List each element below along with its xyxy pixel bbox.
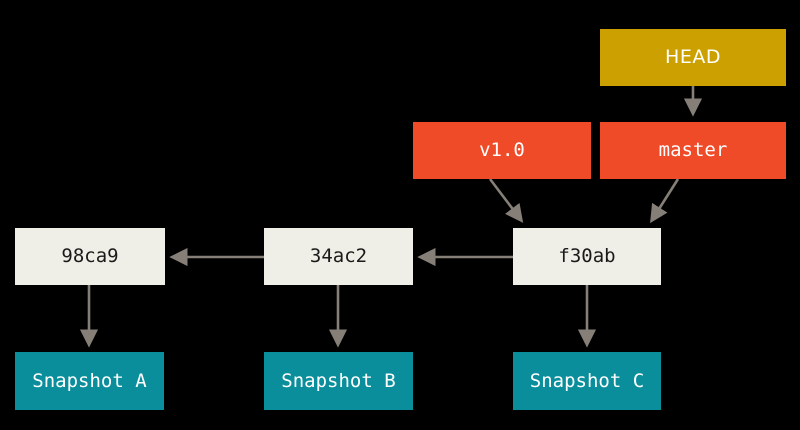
node-commit-34ac2-label: 34ac2 bbox=[309, 245, 368, 267]
node-commit-98ca9[interactable]: 98ca9 bbox=[15, 228, 165, 285]
node-snapshot-c-label: Snapshot C bbox=[529, 369, 645, 392]
node-branch-master-label: master bbox=[658, 139, 728, 161]
node-tag-v1-0-label: v1.0 bbox=[479, 139, 525, 161]
node-snapshot-a[interactable]: Snapshot A bbox=[15, 352, 164, 410]
node-snapshot-b[interactable]: Snapshot B bbox=[264, 352, 413, 410]
node-head[interactable]: HEAD bbox=[600, 29, 786, 86]
edge-v1-0-to-f30ab bbox=[488, 178, 524, 223]
edge-master-to-f30ab bbox=[650, 178, 680, 224]
node-tag-v1-0[interactable]: v1.0 bbox=[413, 122, 591, 179]
node-commit-f30ab-label: f30ab bbox=[558, 245, 616, 267]
node-commit-98ca9-label: 98ca9 bbox=[61, 245, 119, 267]
node-snapshot-a-label: Snapshot A bbox=[32, 369, 147, 392]
node-commit-34ac2[interactable]: 34ac2 bbox=[264, 228, 413, 285]
node-snapshot-c[interactable]: Snapshot C bbox=[513, 352, 661, 410]
node-branch-master[interactable]: master bbox=[600, 122, 786, 179]
node-snapshot-b-label: Snapshot B bbox=[281, 369, 396, 392]
node-head-label: HEAD bbox=[665, 46, 721, 68]
node-commit-f30ab[interactable]: f30ab bbox=[513, 228, 661, 285]
